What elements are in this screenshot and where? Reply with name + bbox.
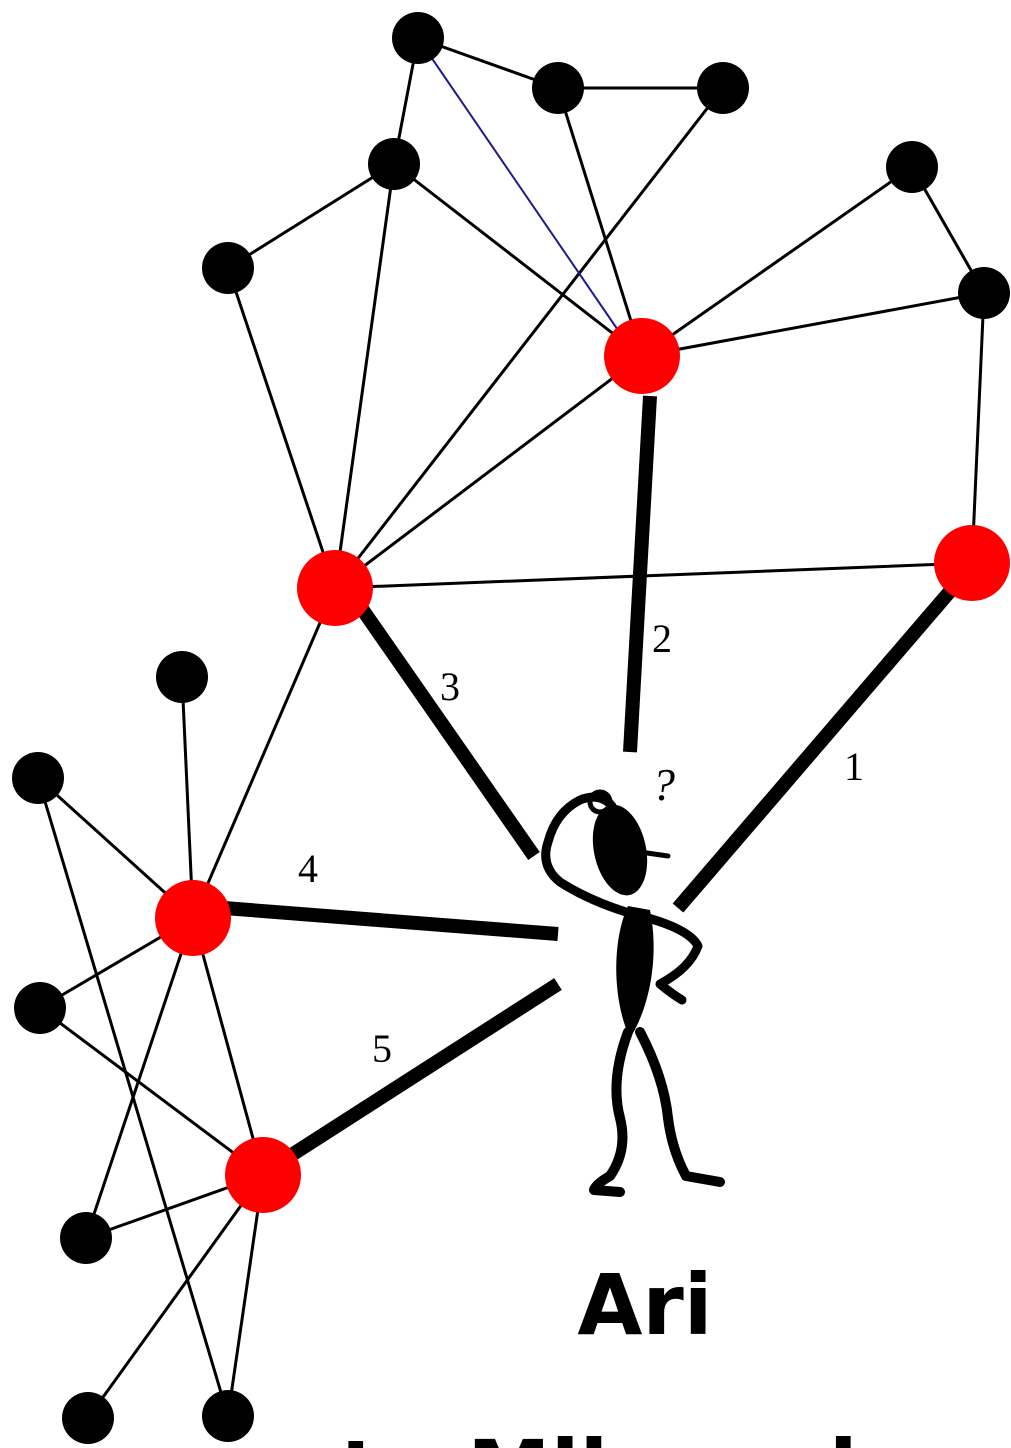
network-nodes: [12, 12, 1010, 1444]
network-node: [697, 62, 749, 114]
edge: [640, 165, 914, 358]
edge: [191, 586, 337, 920]
network-node: [60, 1212, 112, 1264]
blue-edge: [417, 37, 623, 337]
edge: [84, 916, 195, 1240]
thinking-stick-figure-icon: [541, 789, 725, 1197]
network-node: [14, 982, 66, 1034]
highlighted-node: [155, 880, 231, 956]
edge: [333, 354, 644, 590]
connection-label-3: 3: [440, 664, 460, 709]
edge: [38, 1006, 265, 1177]
highlighted-nodes: [155, 318, 1010, 1213]
network-node: [202, 242, 254, 294]
connection-label-4: 4: [298, 846, 318, 891]
edge: [640, 291, 986, 358]
edge: [392, 162, 644, 358]
connection-2: [623, 395, 657, 753]
edge: [970, 291, 986, 565]
highlighted-node: [604, 318, 680, 394]
network-node: [958, 267, 1010, 319]
network-node: [886, 141, 938, 193]
bottom-caption: to Mike, who: [340, 1422, 946, 1448]
network-node: [62, 1392, 114, 1444]
edge: [86, 1173, 265, 1420]
edge: [191, 916, 265, 1177]
connection-4: [223, 901, 559, 941]
connection-1: [672, 577, 964, 913]
network-node: [156, 651, 208, 703]
connection-label-5: 5: [372, 1026, 392, 1071]
network-node: [12, 752, 64, 804]
ari-connections: [223, 395, 964, 1162]
highlighted-node: [225, 1137, 301, 1213]
edge: [333, 86, 725, 590]
question-mark: ?: [652, 759, 675, 810]
network-node: [368, 138, 420, 190]
edge: [226, 266, 337, 590]
network-node: [532, 62, 584, 114]
edge: [556, 86, 644, 358]
connection-label-2: 2: [652, 616, 672, 661]
edge: [333, 561, 974, 590]
connection-label-1: 1: [844, 744, 864, 789]
network-node: [392, 12, 444, 64]
highlighted-node: [934, 525, 1010, 601]
connection-5: [286, 978, 562, 1162]
person-name: Ari: [577, 1256, 712, 1354]
connection-3: [354, 602, 540, 860]
network-edges: [36, 36, 986, 1420]
highlighted-node: [297, 550, 373, 626]
edge: [333, 162, 396, 590]
edge: [226, 162, 396, 270]
edge: [180, 675, 195, 920]
network-node: [202, 1390, 254, 1442]
edge: [226, 1173, 265, 1418]
